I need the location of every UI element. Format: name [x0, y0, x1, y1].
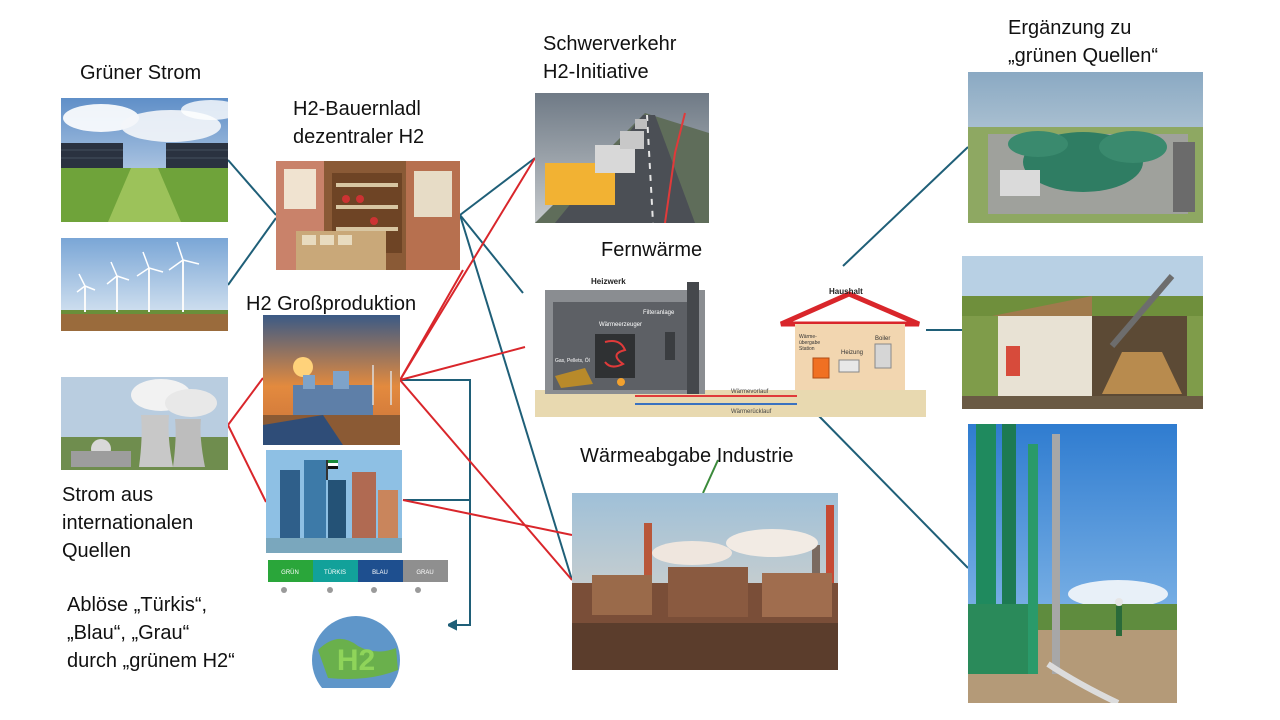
line-bauernladl-to-fernwaerme: [459, 214, 524, 294]
filteranlage-label: Filteranlage: [643, 310, 675, 316]
h2-color-grau: GRAU: [416, 570, 433, 576]
line-nuclear-to-intl: [227, 424, 267, 503]
station-label-2: übergabe: [799, 340, 820, 346]
line-biogas-to-haushalt: [842, 146, 969, 267]
geothermal-drill-image: [968, 424, 1177, 703]
h2-production-image: [263, 315, 400, 445]
label-strom-int-line1: Strom aus: [62, 484, 154, 506]
h2-color-gruen: GRÜN: [281, 569, 299, 576]
brennstoff-label: Gas, Pellets, Öl: [555, 357, 590, 364]
arrowhead: [445, 619, 457, 631]
nuclear-plant-image: [61, 377, 228, 470]
label-bauernladl-line2: dezentraler H2: [293, 126, 425, 148]
label-gruener-strom: Grüner Strom: [80, 62, 202, 84]
line-grossprod-to-fernwaerme: [399, 346, 526, 381]
station-label-1: Wärme-: [799, 334, 817, 340]
farm-shop-image: [276, 161, 460, 270]
label-ergaenzung-line2: „grünen Quellen“: [1008, 45, 1159, 67]
line-fernwaerme-to-industrie: [702, 459, 719, 494]
label-bauernladl-line1: H2-Bauernladl: [293, 98, 421, 120]
highway-trucks-image: [535, 93, 709, 223]
district-heating-diagram: Heizwerk Filteranlage Wärmeerzeuger Gas,…: [535, 272, 926, 417]
line-wind-to-bauernladl: [227, 217, 277, 286]
h2-color-tuerkis: TÜRKIS: [324, 569, 346, 576]
line-grossprod-to-schwerverkehr: [399, 157, 536, 381]
biogas-plant-image: [968, 72, 1203, 223]
line-intl-to-industrie: [402, 499, 573, 536]
line-bauernladl-to-industrie: [459, 214, 573, 581]
label-abloese-line3: durch „grünem H2“: [67, 650, 235, 672]
h2-globe-label: H2: [337, 644, 375, 677]
label-schwerverkehr: Schwerverkehr H2-Initiative: [543, 30, 676, 86]
line-nuclear-to-grossprod: [227, 377, 264, 426]
h2-color-blau: BLAU: [372, 570, 388, 576]
h2-colors-image: GRÜN TÜRKIS BLAU GRAU H2: [268, 560, 448, 688]
industry-image: [572, 493, 838, 670]
heizung-label: Heizung: [841, 350, 863, 356]
label-fernwaerme: Fernwärme: [601, 239, 703, 261]
label-abloese-line1: Ablöse „Türkis“,: [67, 594, 208, 616]
label-schwerverkehr-line2: H2-Initiative: [543, 61, 649, 83]
label-ergaenzung-line1: Ergänzung zu: [1008, 17, 1132, 39]
label-abloese-line2: „Blau“, „Grau“: [67, 622, 190, 644]
line-solar-to-bauernladl: [227, 159, 277, 216]
label-schwerverkehr-line1: Schwerverkehr: [543, 33, 677, 55]
vorlauf-label: Wärmevorlauf: [731, 389, 769, 395]
label-strom-international: Strom aus internationalen Quellen: [62, 481, 193, 565]
pellet-heating-image: [962, 256, 1203, 409]
waermeerzeuger-label: Wärmeerzeuger: [599, 322, 642, 328]
boiler-label: Boiler: [875, 336, 890, 342]
line-bauernladl-to-schwerverkehr: [459, 157, 536, 216]
label-waermeabgabe: Wärmeabgabe Industrie: [580, 445, 794, 467]
line-grossprod-to-industrie: [399, 379, 573, 581]
label-abloese: Ablöse „Türkis“, „Blau“, „Grau“ durch „g…: [67, 591, 235, 675]
line-drill-to-fernwaerme: [814, 411, 969, 569]
haushalt-title: Haushalt: [829, 287, 863, 296]
ruecklauf-label: Wärmerücklauf: [731, 409, 772, 415]
label-strom-int-line2: internationalen: [62, 512, 194, 534]
label-grossproduktion: H2 Großproduktion: [246, 293, 417, 315]
line-grossproduktion-to-h2: [400, 379, 471, 626]
international-city-image: [266, 450, 402, 553]
solar-field-image: [61, 98, 228, 222]
wind-turbines-image: [61, 238, 228, 331]
label-strom-int-line3: Quellen: [62, 540, 131, 562]
station-label-3: Station: [799, 346, 815, 352]
label-bauernladl: H2-Bauernladl dezentraler H2: [293, 95, 424, 151]
heizwerk-title: Heizwerk: [591, 277, 626, 286]
label-ergaenzung: Ergänzung zu „grünen Quellen“: [1008, 14, 1158, 70]
